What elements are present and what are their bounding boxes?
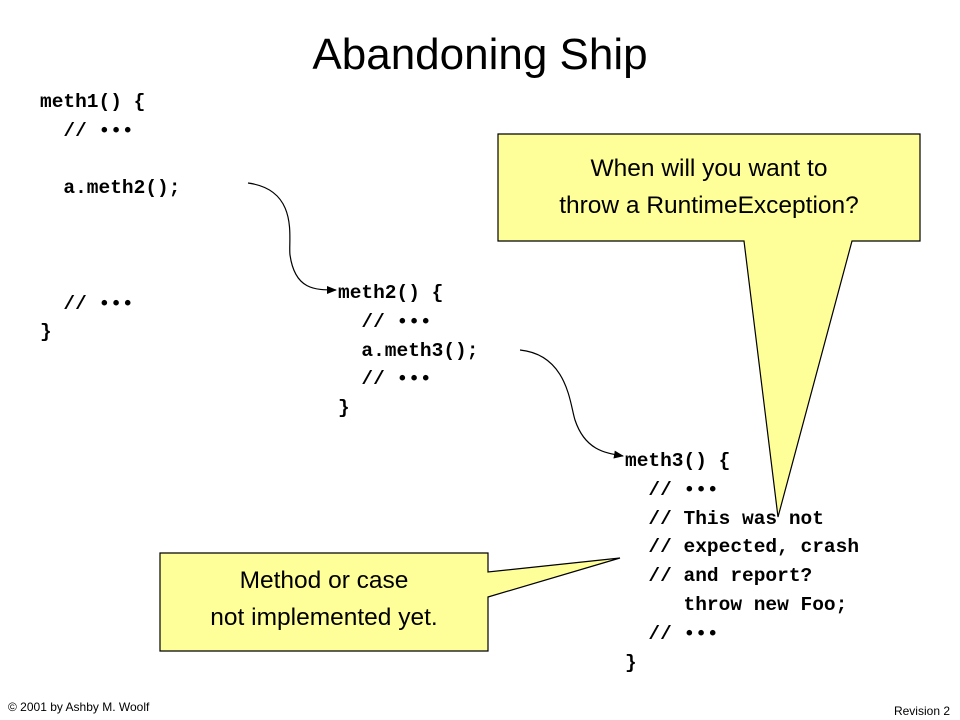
callout-line: throw a RuntimeException? <box>559 192 859 219</box>
revision-footer: Revision 2 <box>893 704 950 718</box>
call-arrow-meth2 <box>247 182 337 294</box>
code-line: } <box>338 397 350 420</box>
copyright-footer: © 2001 by Ashby M. Woolf <box>8 700 150 714</box>
code-line <box>40 203 180 232</box>
callout-top-text: When will you want to throw a RuntimeExc… <box>498 150 920 224</box>
callout-bottom-bubble <box>159 552 621 652</box>
code-line: meth1() { <box>40 91 146 113</box>
meth1-code-block: meth1() { // ••• a.meth2(); // •••} <box>40 88 180 347</box>
code-line: // ••• <box>338 310 432 333</box>
call-arrow-meth3 <box>519 349 624 459</box>
meth2-code-block: meth2() { // ••• a.meth3(); // •••} <box>338 279 478 423</box>
code-line: // expected, crash <box>625 536 860 559</box>
code-line: meth2() { <box>338 282 444 304</box>
callout-top-bubble <box>497 133 921 518</box>
code-line: // ••• <box>625 478 719 501</box>
code-line: // ••• <box>40 119 134 142</box>
code-line: // ••• <box>338 368 432 391</box>
callout-line: Method or case <box>239 567 409 594</box>
slide-title: Abandoning Ship <box>312 30 648 79</box>
code-line <box>40 146 180 175</box>
code-line: a.meth2(); <box>40 177 181 200</box>
code-line: // ••• <box>40 292 134 315</box>
code-line: throw new Foo; <box>625 593 848 616</box>
code-line: // This was not <box>625 507 824 530</box>
callout-line: not implemented yet. <box>210 604 438 631</box>
code-line: a.meth3(); <box>338 339 479 362</box>
code-line: meth3() { <box>625 450 731 472</box>
code-line: // ••• <box>625 622 719 645</box>
code-line <box>40 261 180 290</box>
code-line: } <box>625 651 637 674</box>
code-line: // and report? <box>625 565 813 588</box>
callout-line: When will you want to <box>590 155 828 182</box>
code-line: } <box>40 321 52 344</box>
meth3-code-block: meth3() { // ••• // This was not // expe… <box>625 447 859 677</box>
callout-bottom-text: Method or case not implemented yet. <box>160 562 488 636</box>
code-line <box>40 232 180 261</box>
